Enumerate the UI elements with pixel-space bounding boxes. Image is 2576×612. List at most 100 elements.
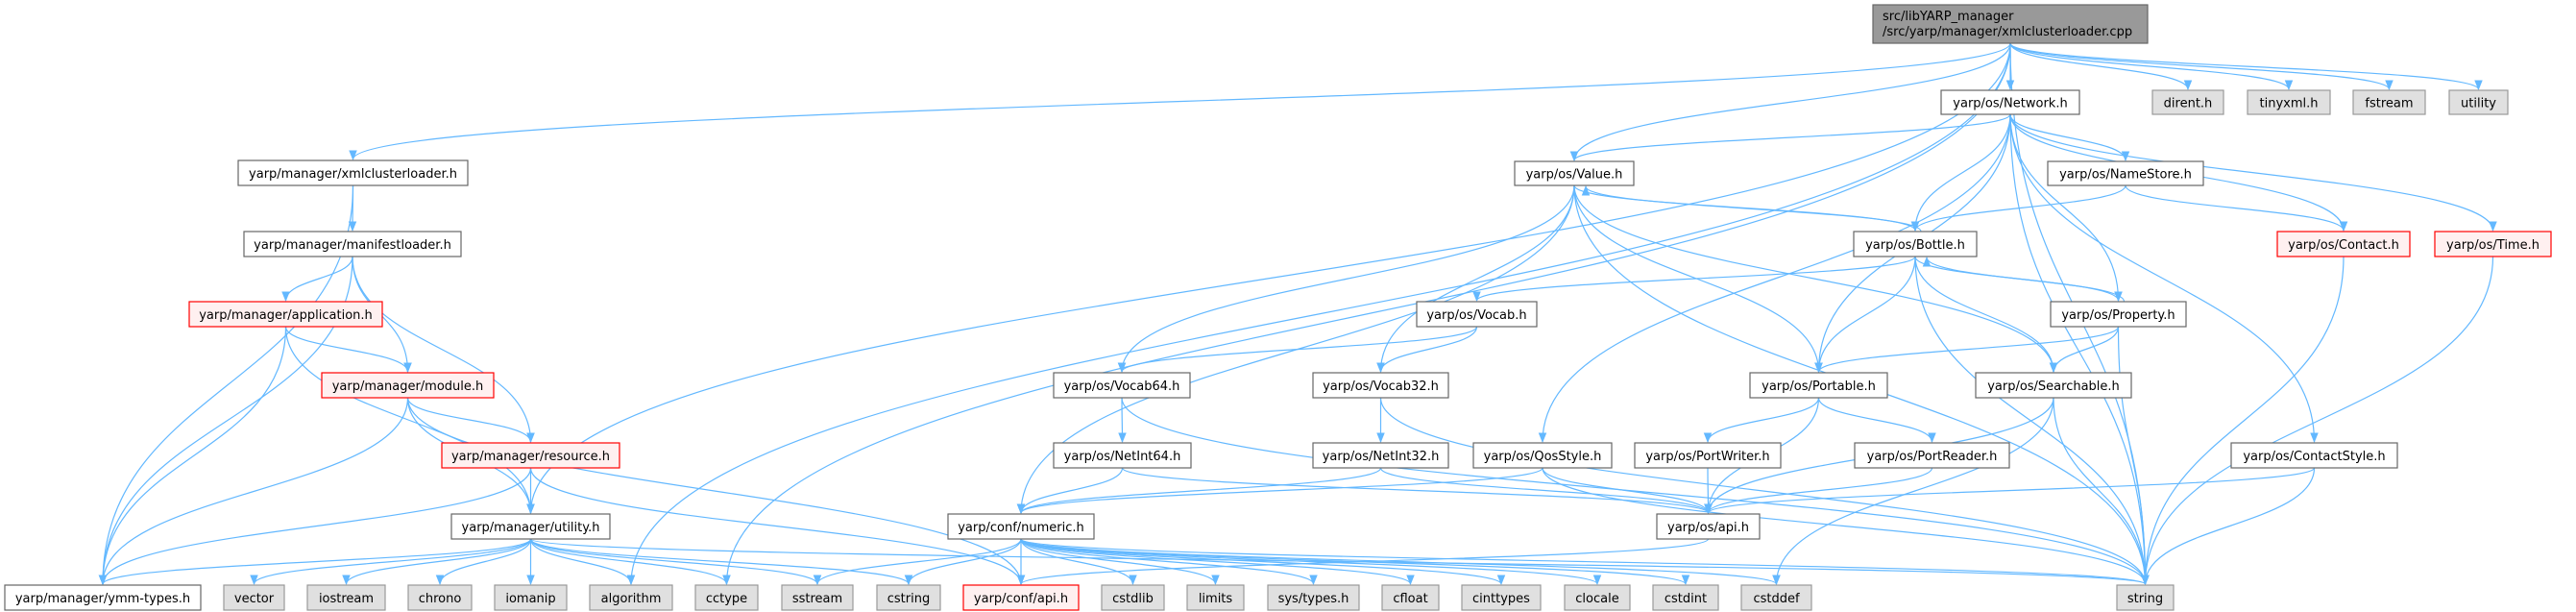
node-label: yarp/os/Property.h (2061, 308, 2175, 323)
node-network[interactable]: yarp/os/Network.h (1940, 89, 2080, 115)
edge-root-to-algorithm (626, 42, 2011, 586)
node-searchable[interactable]: yarp/os/Searchable.h (1975, 372, 2132, 399)
node-portwriter[interactable]: yarp/os/PortWriter.h (1634, 442, 1782, 469)
edge-vocab32-to-string (1379, 397, 2150, 586)
node-box (1872, 4, 2149, 44)
node-box (243, 231, 462, 257)
edge-namestore-to-contact (2125, 184, 2348, 233)
node-label: yarp/manager/resource.h (451, 450, 610, 464)
node-limits: limits (1186, 584, 1245, 611)
edge-qos-to-string (1542, 467, 2150, 586)
node-root: src/libYARP_manager/src/yarp/manager/xml… (1872, 4, 2149, 44)
node-label: yarp/manager/ymm-types.h (15, 592, 190, 606)
node-label: cfloat (1393, 592, 1427, 606)
node-box (306, 584, 386, 611)
node-box (2050, 301, 2187, 328)
node-vocab64[interactable]: yarp/os/Vocab64.h (1053, 372, 1191, 399)
node-box (441, 442, 620, 469)
node-xmlcl[interactable]: yarp/manager/xmlclusterloader.h (237, 159, 469, 186)
node-portreader[interactable]: yarp/os/PortReader.h (1854, 442, 2010, 469)
node-box (1514, 160, 1635, 186)
node-vocab[interactable]: yarp/os/Vocab.h (1416, 301, 1538, 328)
node-value[interactable]: yarp/os/Value.h (1514, 160, 1635, 186)
edge-network-to-bottle (1910, 113, 2011, 233)
node-label: yarp/os/Vocab32.h (1323, 379, 1439, 394)
edge-vocab64-to-netint64 (1118, 397, 1127, 444)
node-label: iomanip (505, 592, 555, 606)
node-namestore[interactable]: yarp/os/NameStore.h (2047, 160, 2204, 186)
edge-value-to-searchable (1573, 184, 2058, 374)
node-time[interactable]: yarp/os/Time.h (2434, 231, 2552, 257)
node-numeric[interactable]: yarp/conf/numeric.h (947, 513, 1095, 540)
node-box (589, 584, 673, 611)
edge-portable-to-portwriter (1703, 397, 1820, 444)
node-label: cstdint (1665, 592, 1707, 606)
edge-bottle-to-portable (1814, 256, 1916, 374)
node-algorithm: algorithm (589, 584, 673, 611)
edge-utilityh-to-chrono (435, 538, 532, 586)
node-label: limits (1199, 592, 1233, 606)
node-vocab32[interactable]: yarp/os/Vocab32.h (1312, 372, 1449, 399)
node-netint64[interactable]: yarp/os/NetInt64.h (1053, 442, 1192, 469)
node-box (1416, 301, 1538, 328)
edge-manifest-to-resource (352, 256, 535, 444)
node-systypes: sys/types.h (1267, 584, 1360, 611)
node-portable[interactable]: yarp/os/Portable.h (1749, 372, 1888, 399)
edge-searchable-to-string (2053, 397, 2150, 586)
node-contact[interactable]: yarp/os/Contact.h (2276, 231, 2411, 257)
node-bottle[interactable]: yarp/os/Bottle.h (1853, 231, 1978, 257)
edge-netint64-to-numeric (1016, 467, 1124, 515)
node-contactstyle[interactable]: yarp/os/ContactStyle.h (2230, 442, 2398, 469)
node-box (2434, 231, 2552, 257)
edge-numeric-to-cstddef (1020, 538, 1781, 586)
edge-root-to-value (1569, 42, 2011, 162)
node-label: yarp/os/Time.h (2446, 238, 2540, 253)
node-label: yarp/manager/utility.h (462, 521, 600, 535)
node-resource[interactable]: yarp/manager/resource.h (441, 442, 620, 469)
node-box (2151, 89, 2224, 115)
node-application[interactable]: yarp/manager/application.h (188, 301, 383, 328)
node-manifest[interactable]: yarp/manager/manifestloader.h (243, 231, 462, 257)
node-label: yarp/os/PortWriter.h (1645, 450, 1769, 464)
node-box (781, 584, 854, 611)
edge-utilityh-to-algorithm (529, 538, 636, 586)
node-label: cinttypes (1472, 592, 1530, 606)
edge-network-to-namestore (2009, 113, 2130, 162)
node-utilityh[interactable]: yarp/manager/utility.h (450, 513, 611, 540)
node-iostream: iostream (306, 584, 386, 611)
node-label: string (2127, 592, 2163, 606)
node-label: yarp/os/Portable.h (1762, 379, 1876, 394)
node-confapi[interactable]: yarp/conf/api.h (962, 584, 1080, 611)
edge-property-to-string (2117, 326, 2150, 586)
node-property[interactable]: yarp/os/Property.h (2050, 301, 2187, 328)
node-label: /src/yarp/manager/xmlclusterloader.cpp (1883, 25, 2132, 39)
node-label: yarp/os/NetInt64.h (1064, 450, 1181, 464)
edge-numeric-to-cinttypes (1020, 538, 1506, 586)
node-label: chrono (419, 592, 462, 606)
edge-portwriter-to-osapi (1704, 467, 1713, 515)
node-box (1740, 584, 1812, 611)
edge-application-to-module (284, 326, 412, 374)
edge-numeric-to-cstdlib (1020, 538, 1137, 586)
node-cfloat: cfloat (1381, 584, 1440, 611)
edge-module-to-ymm (98, 397, 409, 586)
node-label: yarp/os/NetInt32.h (1323, 450, 1440, 464)
node-netint32[interactable]: yarp/os/NetInt32.h (1312, 442, 1449, 469)
edge-bottle-to-string (1914, 256, 2150, 586)
edge-network-to-string (2009, 113, 2150, 586)
node-box (1312, 372, 1449, 399)
node-qos[interactable]: yarp/os/QosStyle.h (1472, 442, 1613, 469)
node-cstring: cstring (876, 584, 941, 611)
node-label: yarp/manager/manifestloader.h (254, 238, 451, 253)
edge-numeric-to-systypes (1020, 538, 1318, 586)
node-ymm[interactable]: yarp/manager/ymm-types.h (4, 584, 202, 611)
edge-utilityh-to-iostream (342, 538, 532, 586)
edge-xmlcl-to-manifest (348, 184, 357, 233)
node-module[interactable]: yarp/manager/module.h (321, 372, 495, 399)
node-osapi[interactable]: yarp/os/api.h (1656, 513, 1761, 540)
node-label: yarp/os/Contact.h (2288, 238, 2399, 253)
node-label: fstream (2365, 97, 2413, 111)
node-label: yarp/os/Vocab.h (1426, 308, 1526, 323)
node-box (1564, 584, 1631, 611)
edge-network-to-value (1569, 113, 2011, 162)
